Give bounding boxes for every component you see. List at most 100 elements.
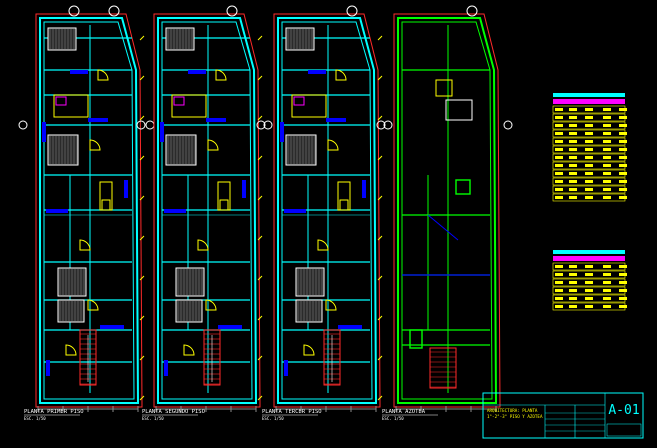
schedule-cell <box>585 156 593 159</box>
dimension-line-icon <box>257 195 263 201</box>
window-block <box>160 122 164 142</box>
schedule-cell <box>569 108 577 111</box>
schedule-cell <box>555 180 563 183</box>
window-block <box>164 360 168 376</box>
grid-bubble-icon <box>263 120 273 130</box>
door-swing-icon <box>197 239 209 251</box>
grid-bubble-icon <box>376 120 386 130</box>
schedule-cell <box>603 148 611 151</box>
door-swing-icon <box>335 69 347 81</box>
schedule-cell <box>555 164 563 167</box>
door-swing-icon <box>89 139 101 151</box>
window-block <box>308 70 326 74</box>
duct-shaft <box>409 329 423 349</box>
dimension-line-icon <box>139 315 145 321</box>
dimension-line-icon <box>377 195 383 201</box>
dimension-line-icon <box>377 155 383 161</box>
schedule-cell <box>569 156 577 159</box>
dimension-line-icon <box>257 395 263 401</box>
schedule-cell <box>619 196 627 199</box>
door-swing-icon <box>205 299 217 311</box>
door-swing-icon <box>215 69 227 81</box>
schedule-cell <box>585 297 593 300</box>
plan-title: PLANTA PRIMER PISO <box>24 409 84 415</box>
dimension-line-icon <box>257 235 263 241</box>
schedule-cell <box>555 108 563 111</box>
toilet-fixture <box>339 199 349 211</box>
dimension-line-icon <box>377 315 383 321</box>
door-swing-icon <box>79 239 91 251</box>
schedule-cell <box>619 305 627 308</box>
schedule-cell <box>603 156 611 159</box>
grid-bubble-icon <box>226 5 238 17</box>
dimension-line-icon <box>377 75 383 81</box>
stair-outline <box>323 329 341 386</box>
dimension-line-icon <box>139 355 145 361</box>
door-swing-icon <box>325 299 337 311</box>
furniture-block <box>47 134 79 166</box>
dimension-line-icon <box>377 35 383 41</box>
window-block <box>124 180 128 198</box>
skylight <box>455 179 471 195</box>
furniture-block <box>175 299 203 323</box>
schedule-cell <box>569 281 577 284</box>
kitchen-counter <box>53 94 89 118</box>
schedule-cell <box>603 196 611 199</box>
schedule-cell <box>619 265 627 268</box>
schedule-cell <box>555 289 563 292</box>
window-block <box>338 325 362 329</box>
kitchen-counter <box>171 94 207 118</box>
dimension-line-icon <box>257 75 263 81</box>
property-line <box>393 13 501 408</box>
schedule-cell <box>569 132 577 135</box>
dimension-line-icon <box>377 235 383 241</box>
exterior-wall <box>397 17 498 404</box>
stair-outline <box>79 329 97 386</box>
schedule-cell <box>585 289 593 292</box>
interior-wall-face <box>43 21 135 400</box>
plan-title: PLANTA AZOTEA <box>382 409 426 415</box>
schedule-cell <box>555 116 563 119</box>
water-tank <box>435 79 453 97</box>
schedule-cell <box>569 305 577 308</box>
schedule-cell <box>585 273 593 276</box>
dimension-line-icon <box>377 395 383 401</box>
title-block-box <box>606 423 642 437</box>
schedule-cell <box>619 156 627 159</box>
stair-icon <box>203 329 221 386</box>
grid-bubble-icon <box>108 5 120 17</box>
schedule-cell <box>619 116 627 119</box>
schedule-cell <box>603 140 611 143</box>
schedule-cell <box>585 281 593 284</box>
furniture-block <box>295 299 323 323</box>
dimension-line-icon <box>139 155 145 161</box>
schedule-cell <box>555 305 563 308</box>
schedule-cell <box>555 188 563 191</box>
schedule-cell <box>569 140 577 143</box>
schedule-cell <box>585 132 593 135</box>
door-swing-icon <box>65 344 77 356</box>
schedule-cell <box>619 132 627 135</box>
interior-wall-face <box>401 21 493 400</box>
door-swing-icon <box>327 139 339 151</box>
schedule-cell <box>569 124 577 127</box>
window-block <box>362 180 366 198</box>
furniture-block <box>285 134 317 166</box>
exterior-wall <box>39 17 140 404</box>
schedule-cell <box>585 172 593 175</box>
plan-title: PLANTA TERCER PISO <box>262 409 322 415</box>
dimension-line-icon <box>377 115 383 121</box>
window-block <box>70 70 88 74</box>
schedule-cell <box>555 297 563 300</box>
schedule-cell <box>569 148 577 151</box>
door-swing-icon <box>317 239 329 251</box>
window-block <box>284 360 288 376</box>
schedule-cell <box>569 180 577 183</box>
window-block <box>284 209 306 213</box>
grid-bubble-icon <box>346 5 358 17</box>
schedule-cell <box>555 196 563 199</box>
door-swing-icon <box>97 69 109 81</box>
door-swing-icon <box>207 139 219 151</box>
